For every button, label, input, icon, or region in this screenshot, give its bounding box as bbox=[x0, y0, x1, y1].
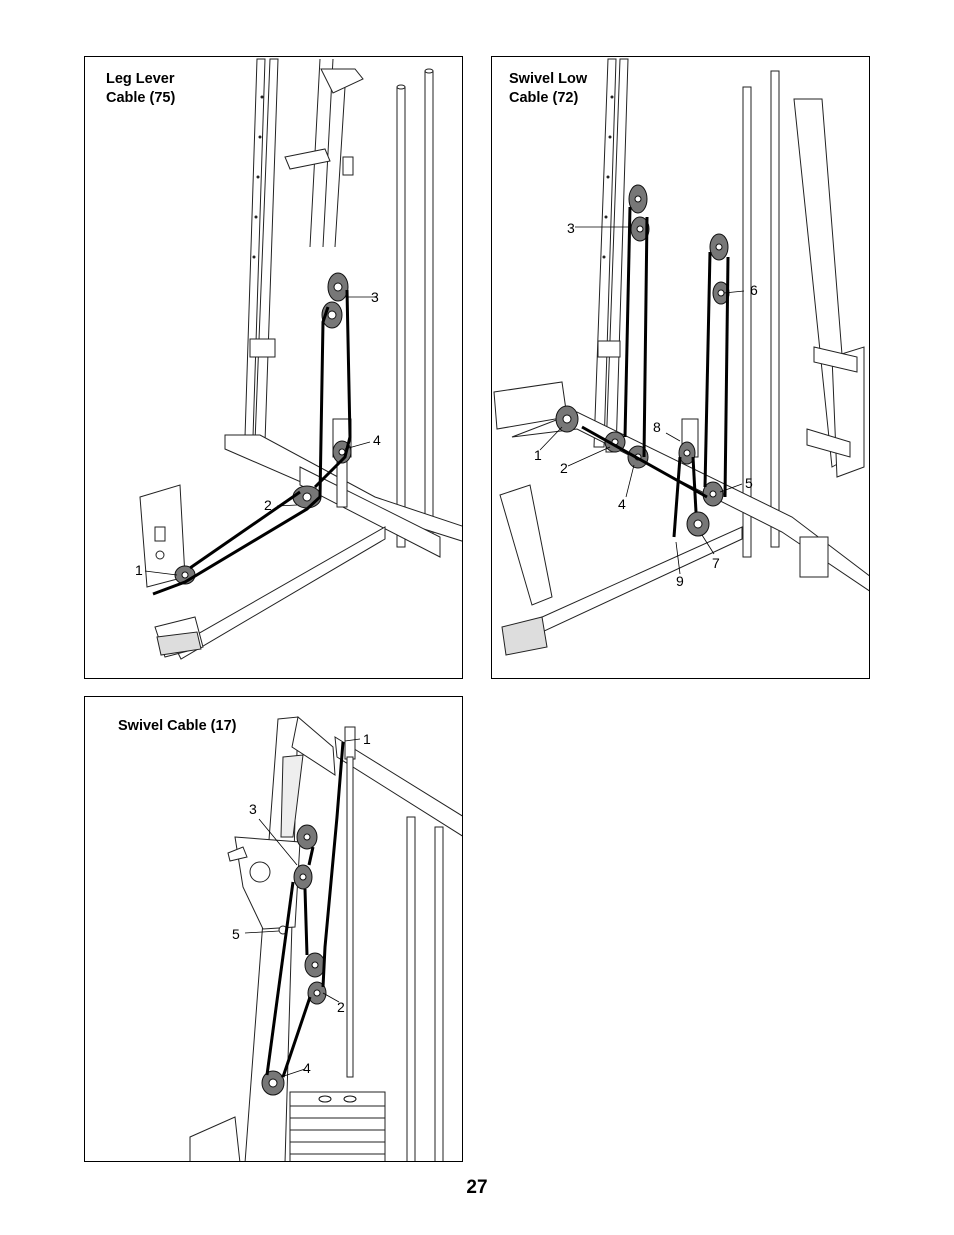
callout-label: 5 bbox=[745, 475, 753, 491]
callout-label: 2 bbox=[337, 999, 345, 1015]
callout-label: 1 bbox=[135, 562, 143, 578]
callout-label: 7 bbox=[712, 555, 720, 571]
callout-label: 2 bbox=[264, 497, 272, 513]
callout-label: 4 bbox=[373, 432, 381, 448]
leg-lever-cable-panel: Leg Lever Cable (75) 1 2 3 4 bbox=[84, 56, 463, 679]
callout-label: 4 bbox=[303, 1060, 311, 1076]
callout-label: 5 bbox=[232, 926, 240, 942]
callout-label: 3 bbox=[249, 801, 257, 817]
swivel-low-cable-diagram bbox=[493, 58, 869, 656]
page-number: 27 bbox=[466, 1177, 488, 1198]
callout-label: 1 bbox=[534, 447, 542, 463]
callout-label: 2 bbox=[560, 460, 568, 476]
leg-lever-cable-diagram bbox=[139, 58, 462, 660]
callout-label: 8 bbox=[653, 419, 661, 435]
callout-label: 4 bbox=[618, 496, 626, 512]
callout-label: 6 bbox=[750, 282, 758, 298]
callout-label: 9 bbox=[676, 573, 684, 589]
panel-title: Swivel Cable (17) bbox=[118, 718, 237, 734]
swivel-low-cable-panel: Swivel Low Cable (72) 1 2 3 4 5 6 7 8 9 bbox=[491, 56, 870, 679]
swivel-cable-diagram bbox=[189, 716, 462, 1161]
weight-stack bbox=[289, 1091, 386, 1161]
callout-label: 3 bbox=[371, 289, 379, 305]
callout-label: 3 bbox=[567, 220, 575, 236]
swivel-cable-panel: Swivel Cable (17) 1 2 3 4 5 bbox=[84, 696, 463, 1162]
callout-label: 1 bbox=[363, 731, 371, 747]
panel-title: Swivel Low Cable (72) bbox=[509, 71, 588, 106]
panel-title: Leg Lever Cable (75) bbox=[106, 71, 176, 106]
